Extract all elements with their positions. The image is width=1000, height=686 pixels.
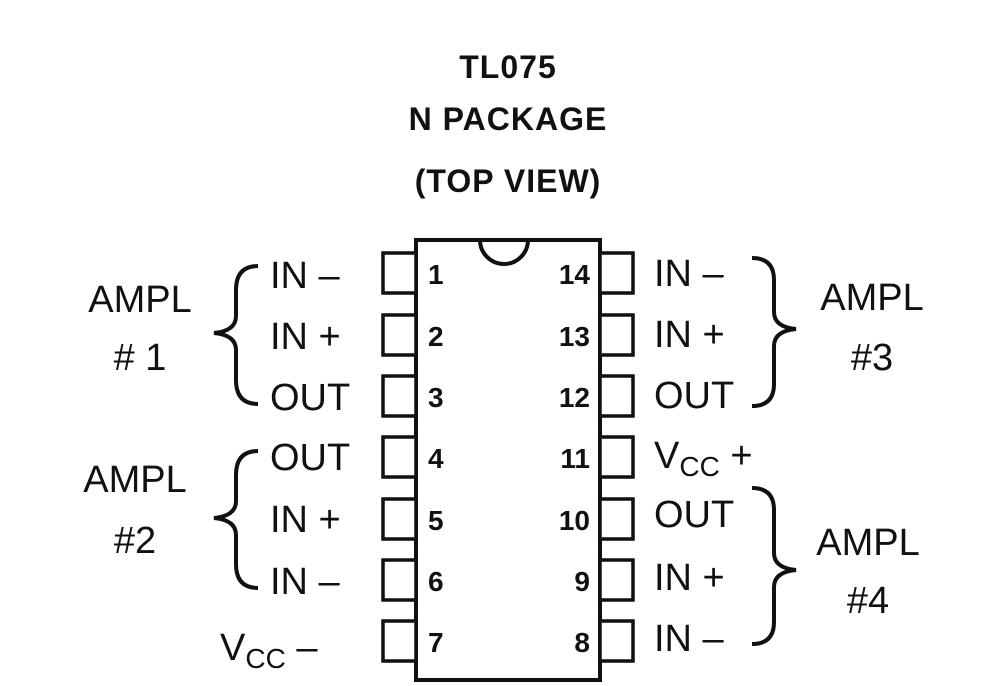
brace-left-ampl1	[213, 264, 259, 406]
pin-number: 6	[428, 566, 444, 597]
pin1-notch	[478, 239, 530, 266]
package-name: N PACKAGE	[409, 101, 608, 137]
ampl-label: AMPL	[88, 279, 191, 321]
pin-box-7	[381, 619, 418, 663]
pin-label: OUT	[270, 437, 350, 479]
pin-number: 10	[559, 505, 590, 536]
pin-number: 4	[428, 443, 444, 474]
ampl-label: AMPL	[816, 522, 919, 564]
pin-box-12	[598, 374, 635, 418]
vcc-suffix: +	[720, 435, 753, 477]
pin-label-vcc-minus: VCC –	[220, 627, 318, 674]
pin-number: 7	[428, 627, 444, 658]
pin-label: IN –	[654, 253, 725, 295]
ampl-number: #4	[847, 580, 889, 622]
pin-number: 5	[428, 505, 444, 536]
pin-box-6	[381, 558, 418, 602]
pin-number: 3	[428, 382, 444, 413]
pin-number: 13	[559, 321, 590, 352]
pin-label: IN –	[270, 255, 341, 297]
pin-number: 14	[559, 259, 591, 290]
pin-label: OUT	[654, 375, 734, 417]
pin-label: OUT	[270, 377, 350, 419]
pin-number: 2	[428, 321, 444, 352]
brace-right-ampl3	[751, 256, 797, 408]
pin-label: IN +	[654, 557, 725, 599]
pin-box-4	[381, 435, 418, 479]
ampl-label: AMPL	[83, 459, 186, 501]
vcc-suffix: –	[286, 627, 319, 669]
pin-box-14	[598, 251, 635, 295]
pin-label: IN +	[654, 314, 725, 356]
pin-number: 12	[559, 382, 590, 413]
vcc-sub: CC	[245, 643, 285, 674]
vcc-v: V	[220, 627, 246, 669]
pin-box-9	[598, 558, 635, 602]
pin-number: 1	[428, 259, 444, 290]
vcc-v: V	[654, 435, 680, 477]
pin-label: IN –	[654, 618, 725, 660]
pin-label: IN +	[270, 316, 341, 358]
pin-box-1	[381, 251, 418, 295]
pin-number: 9	[574, 566, 590, 597]
ampl-label: AMPL	[820, 277, 923, 319]
brace-left-ampl2	[213, 449, 259, 590]
pin-box-5	[381, 497, 418, 541]
pin-box-10	[598, 497, 635, 541]
pin-box-8	[598, 619, 635, 663]
pin-label: IN +	[270, 499, 341, 541]
vcc-sub: CC	[679, 451, 719, 482]
part-number: TL075	[459, 49, 556, 85]
pin-label-vcc-plus: VCC +	[654, 435, 753, 482]
ampl-number: #2	[114, 520, 156, 562]
pin-number: 8	[574, 627, 590, 658]
pin-box-13	[598, 313, 635, 357]
pin-label: IN –	[270, 561, 341, 603]
ampl-number: #3	[851, 337, 893, 379]
right-pin-boxes	[598, 251, 635, 663]
pin-label: OUT	[654, 494, 734, 536]
left-pin-boxes	[381, 251, 418, 663]
pin-box-11	[598, 435, 635, 479]
pin-box-2	[381, 313, 418, 357]
brace-right-ampl4	[751, 486, 797, 646]
view-label: (TOP VIEW)	[415, 163, 602, 199]
pin-number: 11	[560, 443, 590, 474]
ampl-number: # 1	[114, 337, 167, 379]
pin-box-3	[381, 374, 418, 418]
